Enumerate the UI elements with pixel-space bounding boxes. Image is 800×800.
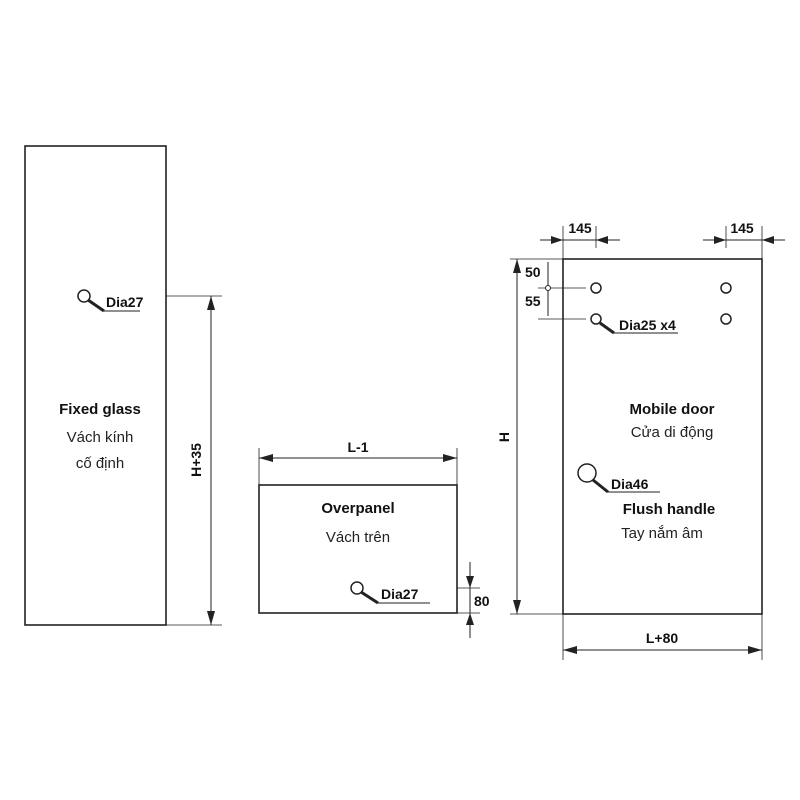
fixed-glass-panel: [24, 145, 167, 626]
overpanel-hole: [350, 581, 364, 595]
mobile-door-handle-title: Flush handle: [623, 501, 716, 518]
overpanel-hole-offset-dim: 80: [474, 593, 490, 609]
fixed-glass-height-arrow-top: [207, 296, 215, 310]
mobile-door-height-arrow-bottom: [513, 600, 521, 614]
mobile-door-hole-label: Dia25 x4: [619, 317, 676, 333]
mobile-door-hole-bl: [590, 313, 602, 325]
mobile-door-title: Mobile door: [630, 401, 715, 418]
overpanel-width-dim: L-1: [348, 439, 369, 455]
mobile-door-hole-br: [720, 313, 732, 325]
fixed-glass-height-arrow-bottom: [207, 611, 215, 625]
mobile-door-right-offset-dim: 145: [730, 220, 754, 236]
mobile-door-handle-label: Dia46: [611, 476, 649, 492]
mobile-door-right-arrow-b: [762, 236, 774, 244]
mobile-door-left-arrow-b: [596, 236, 608, 244]
mobile-door-hole-tr: [720, 282, 732, 294]
overpanel-hole-arrow-bottom: [466, 613, 474, 625]
mobile-door-width-arrow-left: [563, 646, 577, 654]
mobile-door-right-arrow-a: [714, 236, 726, 244]
mobile-door-width-dim: L+80: [646, 630, 679, 646]
mobile-door-left-offset-dim: 145: [568, 220, 592, 236]
fixed-glass-height-dim: H+35: [188, 443, 204, 477]
mobile-door-handle-subtitle: Tay nắm âm: [621, 525, 703, 542]
overpanel-width-arrow-right: [443, 454, 457, 462]
fixed-glass-hole-leader: [87, 298, 105, 313]
overpanel-hole-arrow-top: [466, 576, 474, 588]
fixed-glass-hole-label: Dia27: [106, 294, 144, 310]
mobile-door-top-offset-dim: 50: [525, 264, 541, 280]
overpanel-hole-label: Dia27: [381, 586, 419, 602]
fixed-glass-hole: [77, 289, 91, 303]
mobile-door-width-arrow-right: [748, 646, 762, 654]
overpanel-group: L-1 Overpanel Vách trên Dia27 80: [258, 439, 490, 638]
mobile-door-hole-spacing-dim: 55: [525, 293, 541, 309]
mobile-door-group: Dia25 x4 145 145 50 55 H Mobile door Cửa…: [496, 220, 785, 660]
mobile-door-hole-tl: [590, 282, 602, 294]
overpanel-title: Overpanel: [321, 500, 394, 517]
mobile-door-height-dim: H: [496, 432, 512, 442]
mobile-door-handle-hole: [577, 463, 597, 483]
mobile-door-subtitle: Cửa di động: [631, 424, 714, 441]
overpanel-width-arrow-left: [259, 454, 273, 462]
fixed-glass-subtitle-2: cố định: [76, 455, 124, 472]
fixed-glass-subtitle-1: Vách kính: [67, 429, 134, 446]
overpanel-hole-leader: [360, 590, 379, 605]
overpanel-subtitle: Vách trên: [326, 529, 390, 546]
mobile-door-left-arrow-a: [551, 236, 563, 244]
mobile-door-hole-leader: [599, 321, 615, 335]
mobile-door-vert-dim-node: [545, 285, 551, 291]
mobile-door-height-arrow-top: [513, 259, 521, 273]
fixed-glass-title: Fixed glass: [59, 401, 141, 418]
mobile-door-handle-leader: [592, 478, 609, 494]
fixed-glass-group: Dia27 Fixed glass Vách kính cố định H+35: [24, 145, 222, 626]
